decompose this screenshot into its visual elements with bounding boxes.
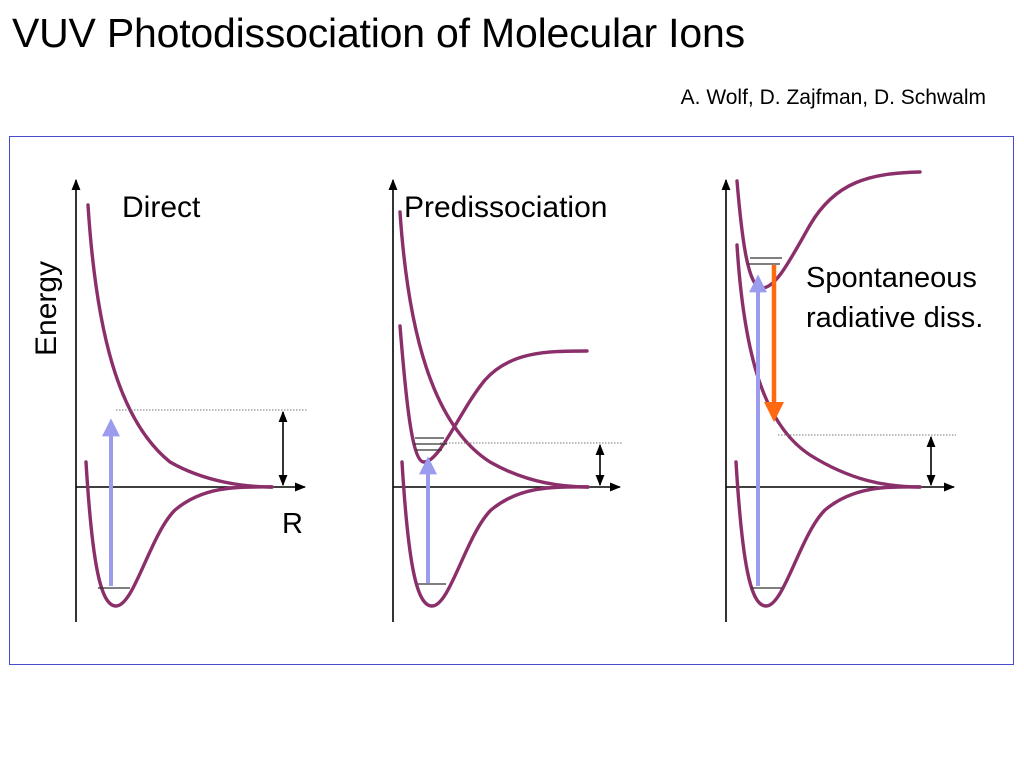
panel-predissociation: Predissociation [388, 178, 622, 622]
energy-axis-label: Energy [30, 261, 63, 356]
panel-direct: Direct R Energy [30, 178, 308, 622]
repulsive-curve [86, 203, 274, 489]
panel-label-radiative-line2: radiative diss. [806, 302, 983, 334]
panel-label-predissociation: Predissociation [404, 191, 607, 224]
panel-label-radiative-line1: Spontaneous [806, 262, 977, 294]
ground-state-curve [84, 460, 274, 608]
diagram-frame [9, 136, 1014, 665]
bound-excited-curve [735, 170, 922, 290]
ground-state-curve [734, 460, 922, 608]
repulsive-curve [735, 243, 922, 489]
ground-state-curve [400, 460, 590, 608]
repulsive-curve [398, 210, 590, 489]
r-axis-label: R [282, 508, 303, 540]
panel-label-direct: Direct [122, 191, 201, 224]
panel-radiative: Spontaneous radiative diss. [721, 170, 983, 622]
slide-title: VUV Photodissociation of Molecular Ions [12, 10, 745, 56]
authors: A. Wolf, D. Zajfman, D. Schwalm [680, 86, 986, 109]
bound-excited-curve [398, 324, 589, 464]
